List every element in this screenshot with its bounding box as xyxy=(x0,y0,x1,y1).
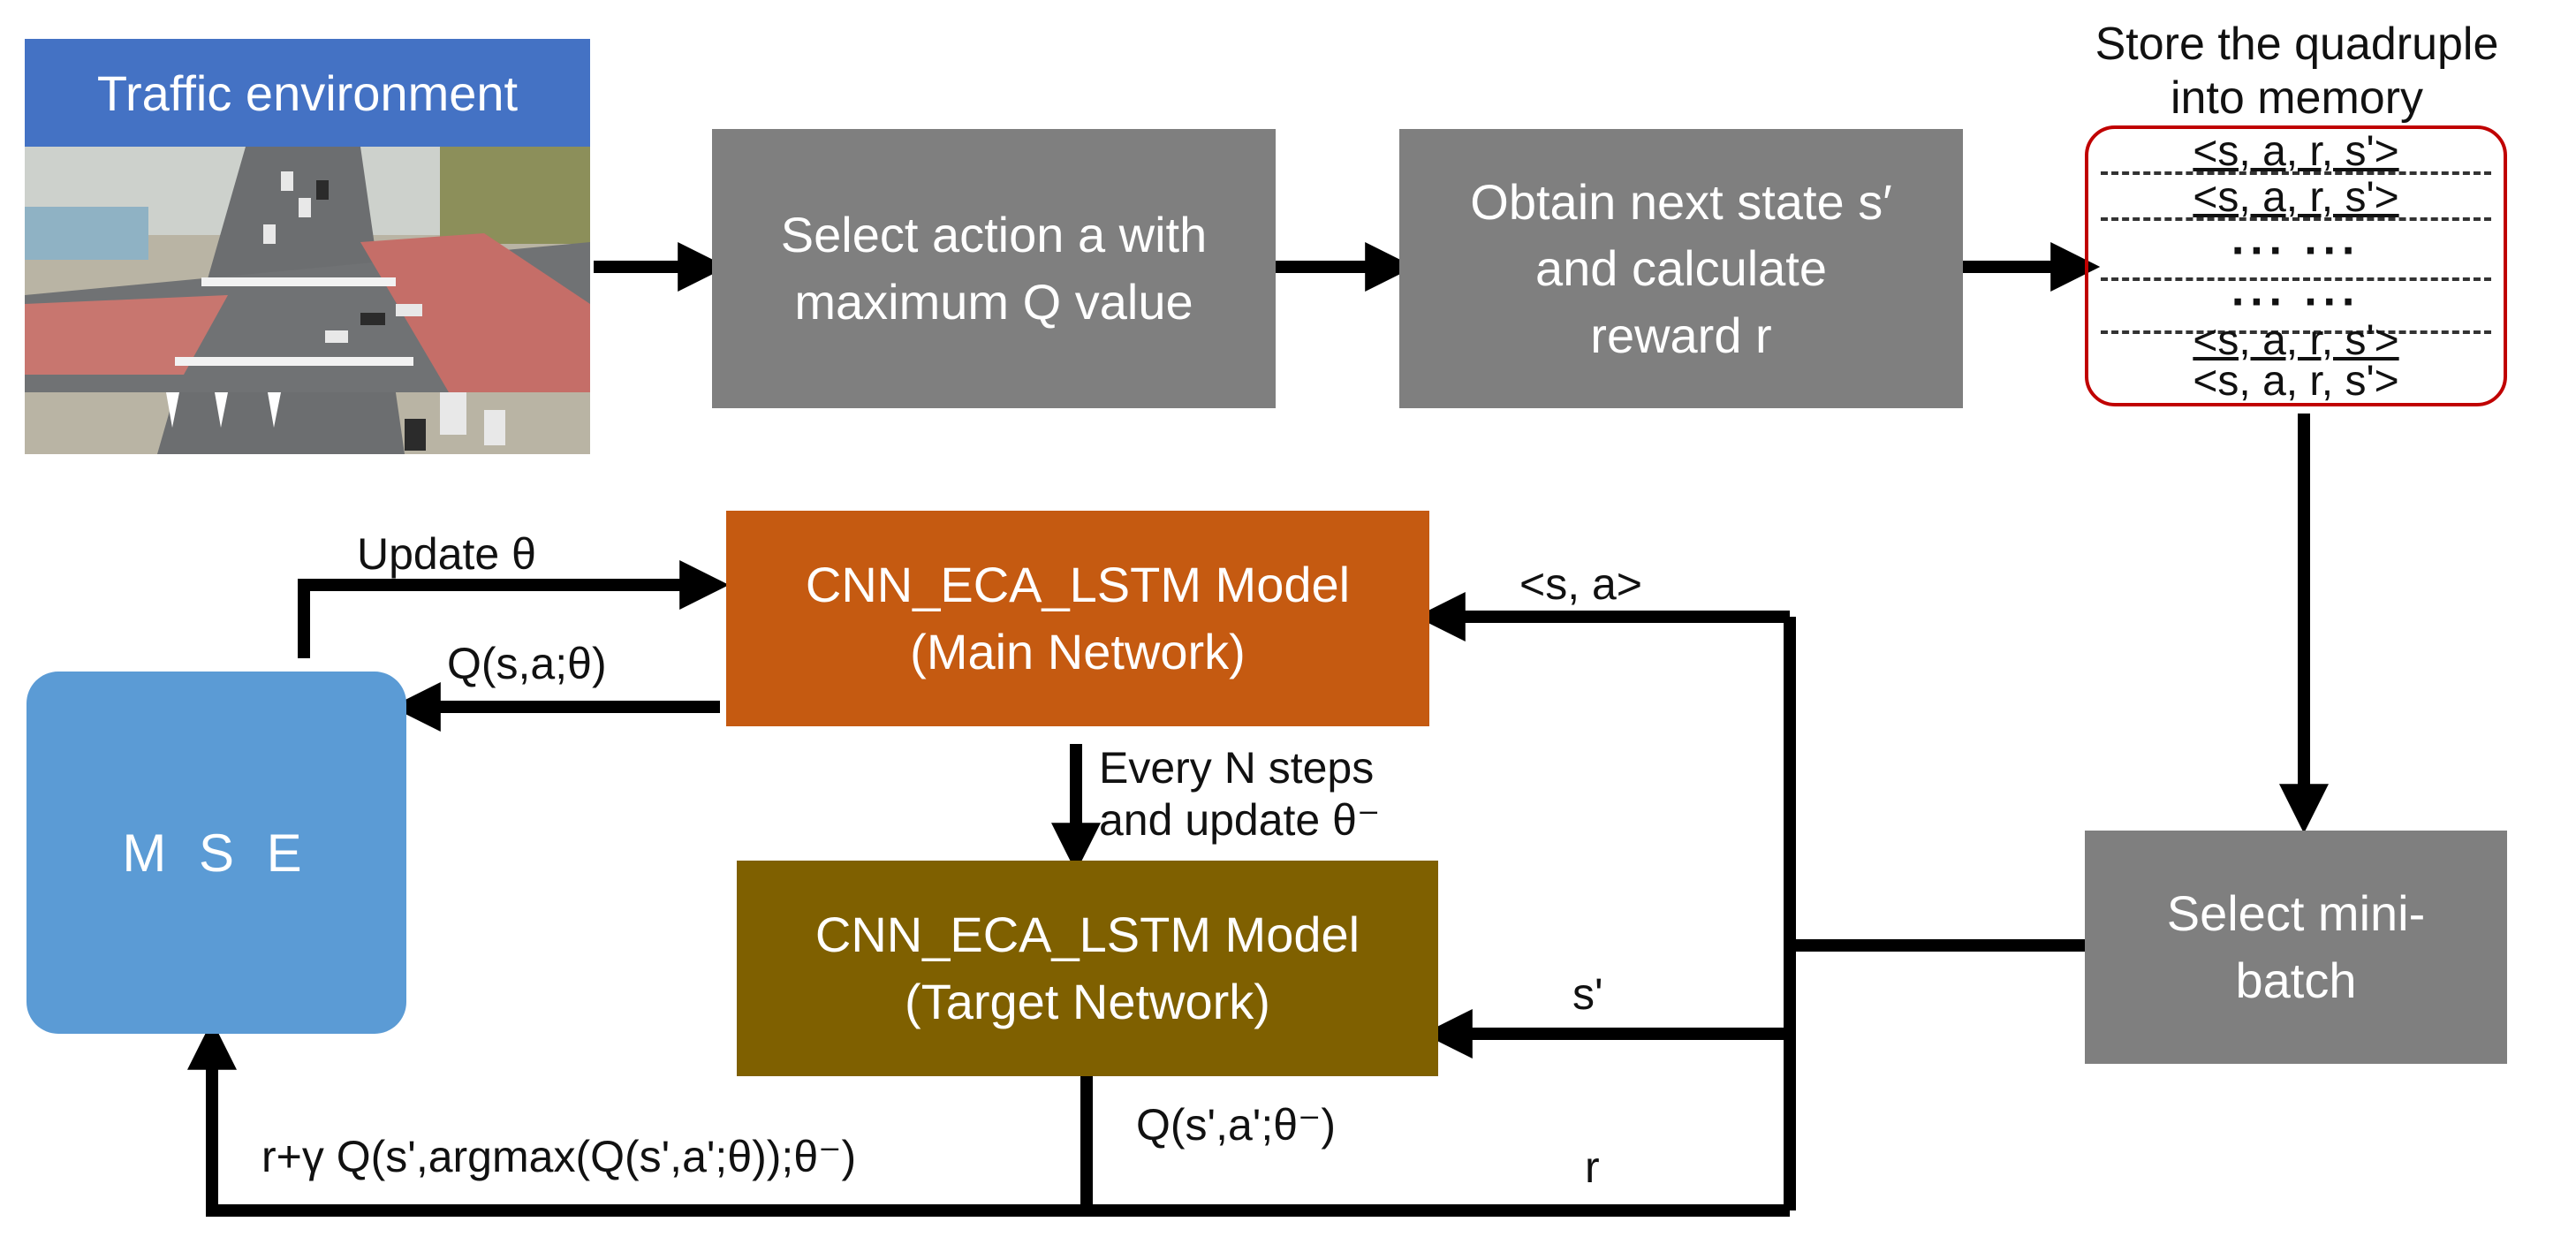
obtain-next-state-box: Obtain next state s′ and calculate rewar… xyxy=(1399,129,1963,408)
arrow-target-value-to-mse xyxy=(187,1020,1087,1217)
select-action-box: Select action a with maximum Q value xyxy=(712,129,1276,408)
traffic-environment-image: Traffic environment xyxy=(25,39,590,454)
traffic-environment-title: Traffic environment xyxy=(25,39,590,147)
main-network-box: CNN_ECA_LSTM Model (Main Network) xyxy=(726,511,1429,726)
update-theta-label: Update θ xyxy=(357,529,536,579)
every-n-steps-label: Every N steps and update θ⁻ xyxy=(1099,743,1381,845)
memory-divider xyxy=(2101,330,2491,334)
target-network-box: CNN_ECA_LSTM Model (Target Network) xyxy=(737,861,1438,1076)
state-action-label: <s, a> xyxy=(1519,559,1642,609)
memory-row: <s, a, r, s'> xyxy=(2193,128,2399,175)
memory-row: <s, a, r, s'> xyxy=(2193,317,2399,364)
q-main-label: Q(s,a;θ) xyxy=(447,639,607,688)
memory-divider xyxy=(2101,277,2491,281)
reward-label: r xyxy=(1585,1142,1600,1192)
arrow-mse-update-main xyxy=(298,560,730,658)
memory-row: <s, a, r, s'> xyxy=(2193,174,2399,221)
select-minibatch-box: Select mini- batch xyxy=(2085,831,2507,1064)
store-quadruple-caption: Store the quadruple into memory xyxy=(2095,19,2499,125)
memory-row: ··· ··· xyxy=(2231,277,2361,328)
memory-divider xyxy=(2101,171,2491,175)
memory-row: <s, a, r, s'> xyxy=(2193,358,2399,405)
replay-memory: <s, a, r, s'> <s, a, r, s'> ··· ··· ··· … xyxy=(2085,125,2507,406)
memory-divider xyxy=(2101,217,2491,221)
next-state-label: s' xyxy=(1572,969,1603,1019)
q-target-label: Q(s',a';θ⁻) xyxy=(1136,1100,1337,1150)
target-value-label: r+γ Q(s',argmax(Q(s',a';θ));θ⁻) xyxy=(261,1132,857,1181)
memory-row: ··· ··· xyxy=(2231,225,2361,277)
mse-loss-box: M S E xyxy=(27,672,406,1034)
